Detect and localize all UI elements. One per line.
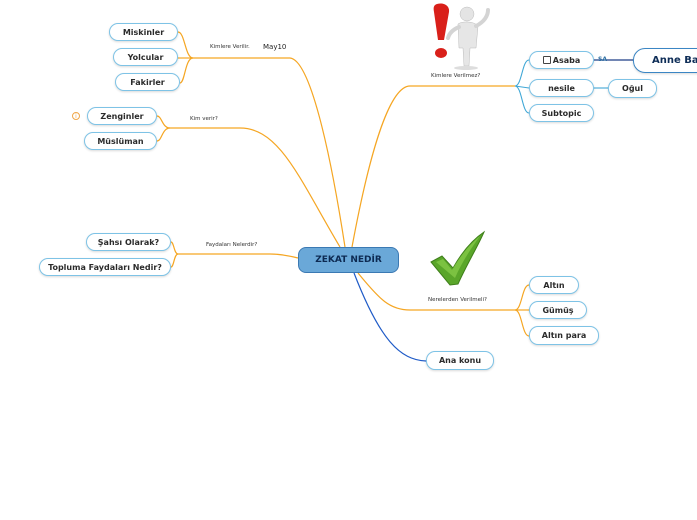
- node-topluma-faydalari-label: Topluma Faydaları Nedir?: [48, 262, 162, 272]
- node-altin-para[interactable]: Altın para: [529, 326, 599, 345]
- node-anne-baba[interactable]: Anne Baba: [633, 48, 697, 73]
- branch-line-nerelerden: [357, 272, 515, 311]
- branch-label-kimlere-verilir[interactable]: Kimlere Verilir.: [210, 44, 250, 50]
- node-yolcular[interactable]: Yolcular: [113, 48, 178, 66]
- central-topic[interactable]: ZEKAT NEDİR: [298, 247, 399, 273]
- sa-tag: SA: [598, 56, 607, 63]
- blue-leaf-lines: [514, 59, 608, 114]
- central-topic-label: ZEKAT NEDİR: [315, 255, 382, 265]
- node-musluman-label: Müslüman: [97, 136, 144, 146]
- node-subtopic-label: Subtopic: [541, 108, 582, 118]
- node-anne-baba-label: Anne Baba: [652, 55, 697, 66]
- node-nesile-label: nesile: [548, 83, 575, 93]
- leaf-line-asaba: [514, 59, 530, 87]
- node-miskinler[interactable]: Miskinler: [109, 23, 178, 41]
- branch-note-date: May10: [263, 43, 287, 51]
- leaf-line-subtopic: [514, 85, 530, 114]
- node-fakirler[interactable]: Fakirler: [115, 73, 180, 91]
- node-altin-label: Altın: [543, 280, 565, 290]
- node-fakirler-label: Fakirler: [130, 77, 165, 87]
- branch-line-ana-konu: [353, 272, 427, 362]
- node-zenginler[interactable]: Zenginler: [87, 107, 157, 125]
- branch-label-nerelerden[interactable]: Nerelerden Verilmeli?: [428, 297, 487, 303]
- node-gumus-label: Gümüş: [542, 305, 574, 315]
- leaf-line-zenginler: [156, 115, 171, 129]
- leaf-line-miskinler: [177, 31, 194, 59]
- branch-label-faydalari[interactable]: Faydaları Nelerdir?: [206, 242, 258, 248]
- branch-line-kimlere-verilir: [193, 57, 346, 248]
- exclamation-figure-icon: [433, 3, 490, 70]
- branch-label-kim-verir[interactable]: Kim verir?: [190, 116, 218, 122]
- branch-lines: [156, 31, 530, 337]
- leaf-line-topluma: [170, 253, 179, 268]
- leaf-line-fakirler: [179, 57, 194, 84]
- leaf-line-nesile: [514, 85, 530, 89]
- leaf-line-sahsi: [170, 241, 179, 255]
- node-nesile[interactable]: nesile: [529, 79, 594, 97]
- node-subtopic[interactable]: Subtopic: [529, 104, 594, 122]
- node-asaba[interactable]: Asaba: [529, 51, 594, 69]
- node-altin-para-label: Altın para: [541, 331, 587, 340]
- node-ana-konu[interactable]: Ana konu: [426, 351, 494, 370]
- leaf-line-altin: [514, 284, 530, 311]
- node-zenginler-label: Zenginler: [100, 111, 144, 121]
- node-sahsi-olarak[interactable]: Şahsı Olarak?: [86, 233, 171, 251]
- node-gumus[interactable]: Gümüş: [529, 301, 587, 319]
- leaf-line-altin-para: [514, 309, 530, 337]
- leaf-line-musluman: [156, 127, 171, 142]
- node-yolcular-label: Yolcular: [127, 52, 164, 62]
- node-asaba-label: Asaba: [552, 55, 581, 65]
- node-ogul[interactable]: Oğul: [608, 79, 657, 98]
- branch-line-kimlere-verilmez: [351, 85, 515, 248]
- node-sahsi-olarak-label: Şahsı Olarak?: [97, 237, 160, 247]
- green-checkmark-icon: [430, 230, 486, 286]
- info-icon[interactable]: i: [72, 112, 80, 120]
- branch-line-faydalari: [178, 253, 299, 259]
- node-musluman[interactable]: Müslüman: [84, 132, 157, 150]
- node-ogul-label: Oğul: [622, 84, 643, 93]
- branch-label-kimlere-verilmez[interactable]: Kimlere Verilmez?: [431, 73, 481, 79]
- node-altin[interactable]: Altın: [529, 276, 579, 294]
- checkbox-icon[interactable]: [542, 56, 551, 64]
- node-miskinler-label: Miskinler: [122, 27, 165, 37]
- node-topluma-faydalari[interactable]: Topluma Faydaları Nedir?: [39, 258, 171, 276]
- branch-line-kim-verir: [170, 127, 341, 248]
- node-ana-konu-label: Ana konu: [438, 356, 482, 365]
